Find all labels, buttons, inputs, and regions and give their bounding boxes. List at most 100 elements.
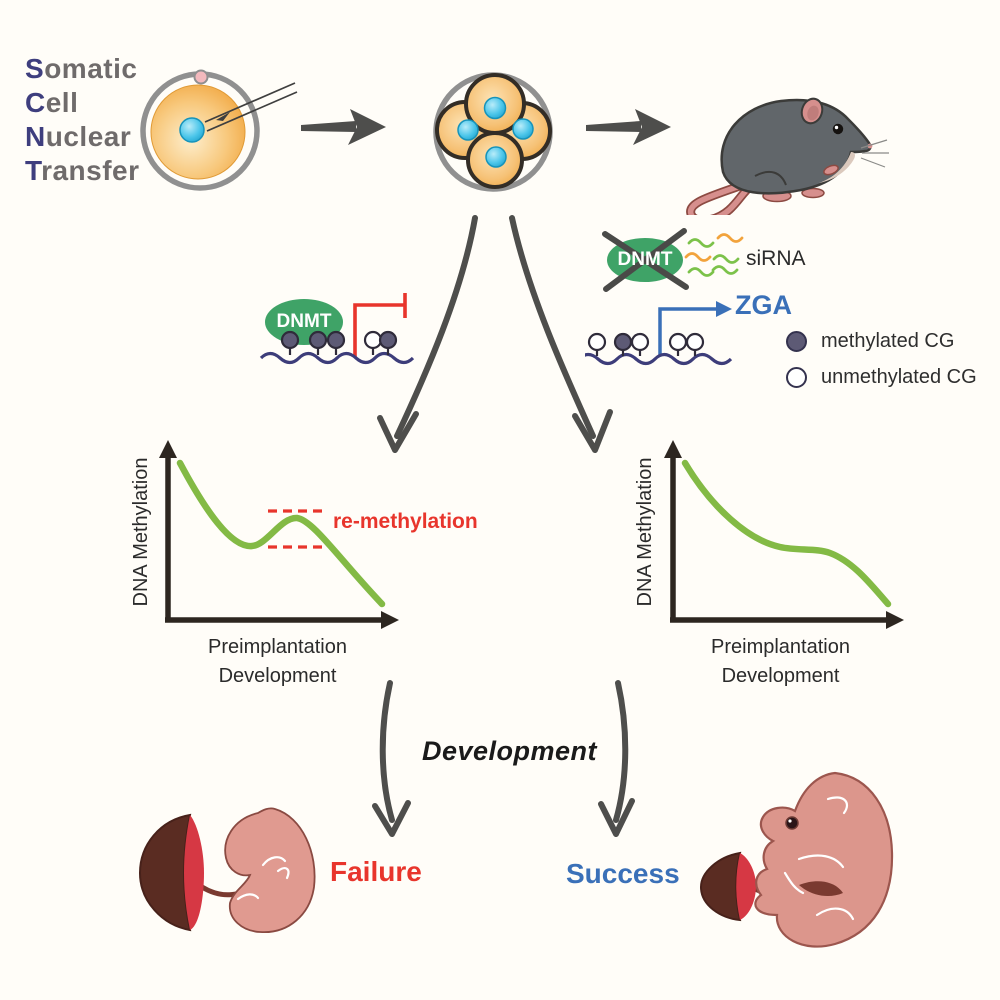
unmethylated-cg-dot [630, 332, 650, 352]
dna-unmethylated-strand [585, 352, 733, 366]
oocyte-illustration [140, 69, 298, 191]
failure-label: Failure [330, 856, 422, 887]
cg-lollipops [587, 332, 705, 356]
xlabel-line1: Preimplantation [711, 636, 850, 658]
placenta-red-face [736, 853, 756, 920]
injection-needle [204, 82, 298, 132]
graph-axes [159, 440, 399, 629]
unmethylated-cg-dot [587, 332, 607, 352]
success-label: Success [566, 858, 680, 889]
branch-arrows [377, 215, 613, 453]
placenta-failure-illustration [138, 813, 192, 932]
legend-methylated-label: methylated CG [821, 330, 955, 352]
dnmt-label: DNMT [617, 249, 673, 270]
embryo-illustration [433, 72, 553, 192]
fetus-eye [785, 816, 799, 830]
title-line: Nuclear [25, 120, 140, 154]
title-line: Cell [25, 86, 140, 120]
mouse-eye-glint [834, 125, 839, 130]
title-initial: S [25, 53, 45, 84]
donor-nucleus [179, 117, 205, 143]
placenta-red-face [184, 815, 204, 930]
fetus-detail-lines [783, 796, 855, 921]
sirna-squiggles [684, 233, 744, 277]
methylation-curve-smooth [681, 459, 892, 608]
blastomere-nuclei [457, 96, 534, 168]
fetus-eye-glint [788, 819, 792, 823]
graph-axes [664, 440, 904, 629]
mouse-leg-crease [754, 170, 787, 186]
zga-label: ZGA [735, 290, 792, 320]
polar-body [193, 69, 209, 85]
xlabel-line2: Development [218, 665, 337, 687]
xlabel-line1: Preimplantation [208, 636, 347, 658]
remethylation-dashes [268, 509, 325, 549]
fetus-illustration [754, 771, 894, 948]
methylated-cg-dot [308, 330, 328, 350]
arrow-branch-left [394, 215, 478, 439]
mouse-whiskers [860, 139, 889, 168]
needle-arrowhead-icon [216, 112, 230, 121]
legend-row-methylated: methylated CG [786, 330, 977, 353]
right-graph-xlabel: Preimplantation Development [668, 633, 893, 691]
embryo-detail-lines [236, 856, 290, 901]
mouse-chest-patch [819, 152, 855, 183]
blastomeres [435, 73, 552, 189]
methylated-cg-dot [280, 330, 300, 350]
legend-unmethylated-label: unmethylated CG [821, 366, 977, 388]
dnmt-label: DNMT [276, 311, 332, 332]
unmethylated-cg-dot [668, 332, 688, 352]
left-methylation-graph [159, 440, 399, 629]
title-initial: C [25, 87, 46, 118]
cg-lollipops [280, 330, 398, 355]
legend-row-unmethylated: unmethylated CG [786, 366, 977, 389]
title-initial: N [25, 121, 46, 152]
dnmt-methylation-group [259, 293, 415, 365]
failure-outcome-illustration [138, 807, 316, 933]
success-outcome-illustration [699, 771, 894, 948]
development-label: Development [422, 736, 598, 766]
arrow-development-left [379, 680, 395, 823]
mouse-inner-ear [807, 105, 819, 121]
unmethylated-cg-dot [685, 332, 705, 352]
legend-unmethylated-dot [786, 367, 807, 388]
arrow-oocyte-to-embryo [301, 109, 386, 145]
title-rest: omatic [44, 53, 138, 84]
right-methylation-graph [664, 440, 904, 629]
dnmt-knockdown-group [585, 228, 744, 366]
title-initial: T [25, 155, 42, 186]
mouse-body [720, 98, 872, 195]
methylation-curve-with-bump [176, 459, 386, 608]
right-graph-ylabel: DNA Methylation [634, 457, 656, 607]
arrow-branch-right [509, 215, 596, 439]
left-graph-ylabel: DNA Methylation [130, 457, 152, 607]
title-rest: ransfer [41, 155, 140, 186]
legend-methylated-dot [786, 331, 807, 352]
inhibition-arrow [353, 293, 407, 357]
mouse-front-foot [801, 187, 825, 199]
arrow-embryo-to-mouse [586, 109, 671, 145]
mouse-front-paw [823, 164, 839, 176]
xlabel-line2: Development [721, 665, 840, 687]
mouse-tail [688, 181, 754, 215]
methylated-cg-dot [326, 330, 346, 350]
remethylation-annotation: re-methylation [333, 510, 478, 533]
title-rest: ell [45, 87, 79, 118]
mouse-eye [832, 123, 844, 135]
mouse-illustration [686, 97, 889, 215]
fetus-belly-shadow [799, 881, 843, 897]
title-line: Somatic [25, 52, 140, 86]
arrow-development-right [613, 680, 629, 823]
left-graph-xlabel: Preimplantation Development [165, 633, 390, 691]
arrested-embryo-illustration [224, 807, 316, 933]
title-rest: uclear [45, 121, 132, 152]
figure-title: Somatic Cell Nuclear Transfer [25, 52, 140, 188]
methylated-cg-dot [378, 330, 398, 350]
development-arrows [372, 680, 635, 837]
cg-legend: methylated CG unmethylated CG [786, 330, 977, 389]
sirna-label: siRNA [746, 247, 806, 270]
title-line: Transfer [25, 154, 140, 188]
zga-arrow [658, 301, 732, 356]
placenta-success-illustration [699, 851, 742, 922]
